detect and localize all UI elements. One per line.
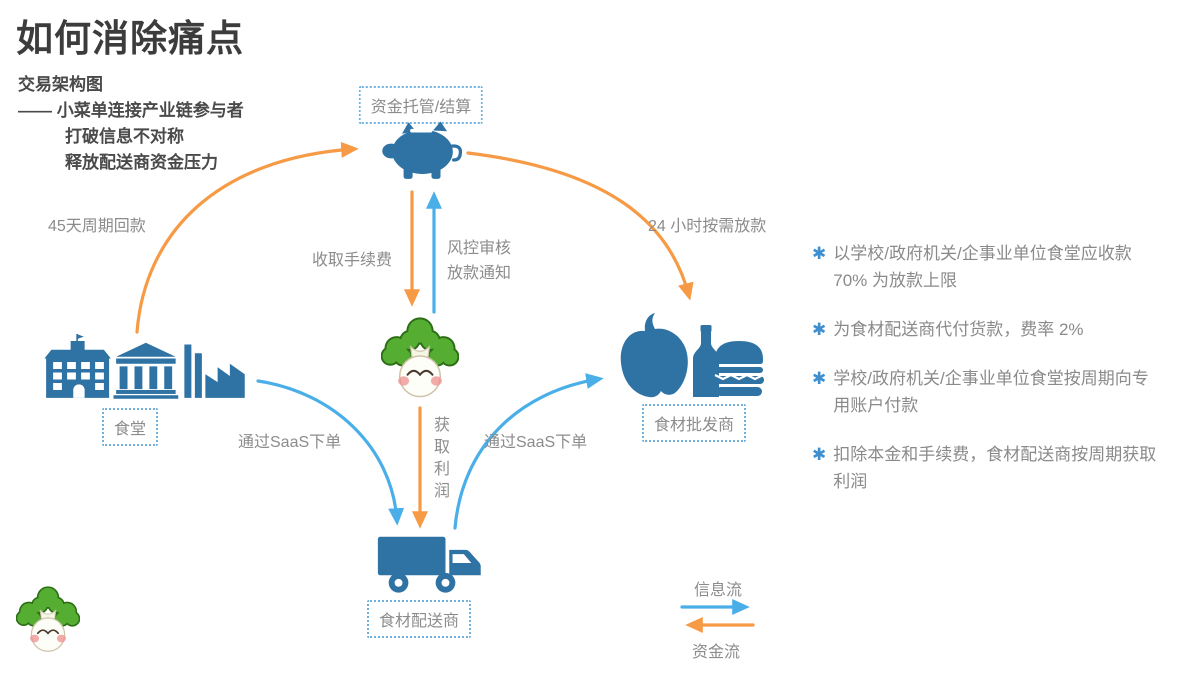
radish-mascot-icon [381, 316, 459, 398]
edge-label-service-fee: 收取手续费 [312, 252, 393, 269]
subtitle-line: 打破信息不对称 [65, 127, 184, 146]
edge-label-saas-order-right: 通过SaaS下单 [484, 434, 588, 451]
edge-label-risk-review: 风控审核 放款通知 [447, 240, 512, 282]
canteen-node-label: 食堂 [101, 408, 159, 446]
logo-radish-mascot-icon [16, 585, 80, 653]
edge-label-profit: 获取利润 [431, 416, 448, 504]
subtitle-block: 交易架构图 —— 小菜单连接产业链参与者 打破信息不对称 释放配送商资金压力 [18, 72, 244, 176]
asterisk-bullet-icon: ✱ [812, 320, 827, 339]
distributor-node-label: 食材配送商 [366, 600, 472, 638]
subtitle-line: 释放配送商资金压力 [65, 153, 218, 172]
arrow-canteen-to-custody [135, 141, 359, 334]
note-item: ✱ 以学校/政府机关/企事业单位食堂应收款 70% 为放款上限 [812, 240, 1164, 294]
arrow-distributor-to-wholesaler [453, 373, 604, 530]
note-item: ✱ 为食材配送商代付货款，费率 2% [812, 316, 1164, 343]
edge-label-lending-24h: 24 小时按需放款 [648, 218, 767, 235]
note-item: ✱ 学校/政府机关/企事业单位食堂按周期向专用账户付款 [812, 365, 1164, 419]
buildings-icon [44, 334, 245, 399]
page-title: 如何消除痛点 [16, 18, 244, 59]
note-text: 以学校/政府机关/企事业单位食堂应收款 70% 为放款上限 [833, 244, 1132, 290]
subtitle-line: —— 小菜单连接产业链参与者 [18, 101, 244, 120]
legend-info-label: 信息流 [693, 582, 743, 599]
asterisk-bullet-icon: ✱ [812, 244, 827, 263]
note-item: ✱ 扣除本金和手续费，食材配送商按周期获取利润 [812, 441, 1164, 495]
subtitle-line: 交易架构图 [18, 75, 103, 94]
wholesaler-node-label: 食材批发商 [641, 404, 747, 442]
note-text: 学校/政府机关/企事业单位食堂按周期向专用账户付款 [833, 369, 1149, 415]
edge-label-saas-order-left: 通过SaaS下单 [238, 434, 342, 451]
asterisk-bullet-icon: ✱ [812, 369, 827, 388]
note-text: 扣除本金和手续费，食材配送商按周期获取利润 [833, 445, 1157, 491]
custody-node-label: 资金托管/结算 [358, 86, 484, 124]
note-text: 为食材配送商代付货款，费率 2% [833, 320, 1084, 339]
truck-icon [377, 536, 481, 593]
arrow-canteen-to-distributor [256, 379, 405, 526]
asterisk-bullet-icon: ✱ [812, 445, 827, 464]
arrow-custody-to-wholesaler [466, 151, 694, 301]
piggy-bank-icon [382, 121, 463, 179]
notes-list: ✱ 以学校/政府机关/企事业单位食堂应收款 70% 为放款上限 ✱ 为食材配送商… [812, 240, 1164, 517]
legend-fund-label: 资金流 [691, 644, 741, 661]
foods-icon [620, 313, 764, 398]
edge-label-repayment-45d: 45天周期回款 [48, 218, 146, 235]
